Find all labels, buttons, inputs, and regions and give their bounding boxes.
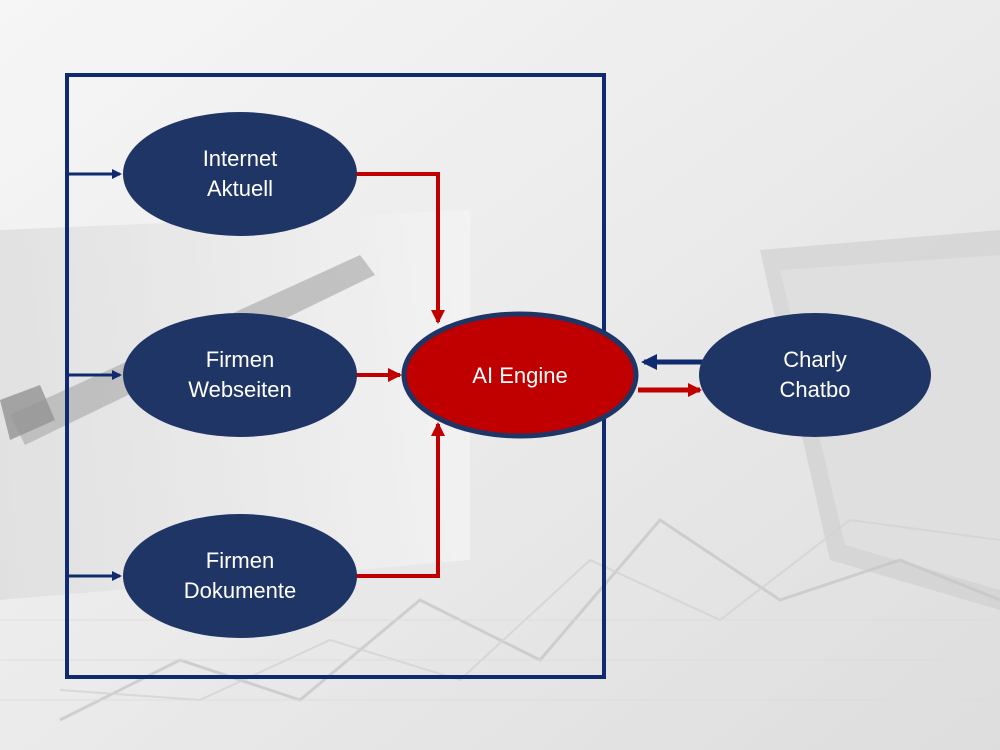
edge-dokumente-to-ai-engine xyxy=(355,422,445,578)
node-ai-engine[interactable]: AI Engine xyxy=(401,311,639,439)
node-charly-line2: Chatbo xyxy=(780,377,851,402)
node-webseiten-line1: Firmen xyxy=(206,347,274,372)
node-charly-line1: Charly xyxy=(783,347,847,372)
node-dokumente-line1: Firmen xyxy=(206,548,274,573)
node-internet-line1: Internet xyxy=(203,146,278,171)
node-ai-engine-label: AI Engine xyxy=(472,363,567,388)
node-firmen-webseiten[interactable]: Firmen Webseiten xyxy=(123,313,357,437)
node-dokumente-line2: Dokumente xyxy=(184,578,297,603)
node-webseiten-line2: Webseiten xyxy=(188,377,292,402)
node-internet-line2: Aktuell xyxy=(207,176,273,201)
node-charly-chatbo[interactable]: Charly Chatbo xyxy=(699,313,931,437)
node-internet-aktuell[interactable]: Internet Aktuell xyxy=(123,112,357,236)
node-firmen-dokumente[interactable]: Firmen Dokumente xyxy=(123,514,357,638)
edge-internet-to-ai-engine xyxy=(355,172,445,324)
